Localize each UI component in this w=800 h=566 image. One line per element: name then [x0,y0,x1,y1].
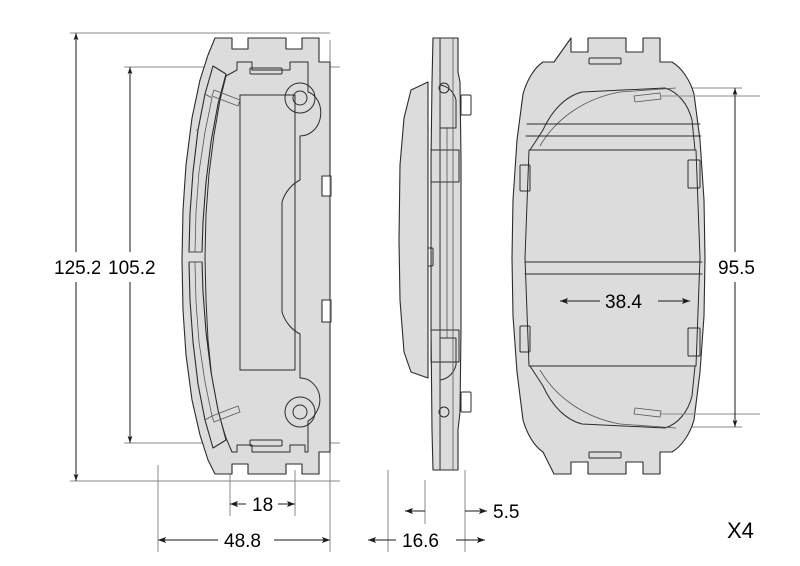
dimension-annotations: 125.2 105.2 18 48.8 16.6 5.5 95.5 38.4 [44,33,776,552]
wear-mark-lower [211,405,241,423]
friction-area-lower-chamfer [529,365,696,429]
friction-bevel-upper [194,93,213,253]
chamfer-diagonal-lower [539,369,677,429]
hole-mark-lower [438,406,450,418]
pin-boss-lower-outer [284,396,316,428]
face-notch-left-upper [519,164,531,192]
dim-text-bg-125 [44,252,110,282]
tab-slot-top [588,57,622,65]
pad-face-outline [511,37,706,475]
pin-hole-lower [292,404,308,420]
backing-plate-outline [181,37,331,475]
view-side-edge-left [181,37,332,475]
wear-slot-lower [633,407,662,418]
pad-profile-edge [398,81,429,379]
clamp-block-upper [430,149,460,183]
tab-slot-bottom [588,451,622,459]
pin-boss-upper-outer [284,82,316,114]
face-notch-right-lower [687,327,701,357]
pin-hole-upper [292,90,308,106]
clamp-block-lower [430,329,460,363]
dim-label-total-thickness: 16.6 [402,531,439,552]
slot-top [249,67,283,75]
face-notch-right-upper [687,159,701,189]
face-notch-left-lower [519,325,531,353]
friction-face-main [524,149,701,367]
dim-label-friction-height: 105.2 [108,258,156,279]
inner-void [239,94,296,371]
side-notch-upper [321,175,332,197]
dim-label-friction-width: 38.4 [605,292,642,313]
friction-area-upper-chamfer [529,87,696,151]
dim-text-bg-18 [246,492,278,516]
friction-bevel-lower [194,261,213,421]
backing-plate-inner-region [204,61,322,453]
quantity-label: X4 [727,518,754,543]
backing-plate-edge [439,37,462,471]
side-notch-lower [321,299,332,323]
wear-mark-upper [211,89,241,107]
hole-mark-upper [438,82,450,94]
view-face-right [511,37,760,475]
slot-bottom [249,439,283,447]
view-thickness-section-middle [398,37,472,471]
dim-text-bg-105 [100,252,166,282]
dim-text-bg-955 [714,252,776,282]
dim-label-face-height: 95.5 [718,258,755,279]
wear-slot-upper [633,92,662,103]
shim-tab-upper [460,94,472,116]
dim-text-bg-166 [396,528,456,552]
dim-text-bg-384 [600,289,658,313]
shim-tab-lower [460,391,472,413]
dim-label-overall-width: 48.8 [224,531,261,552]
dim-text-bg-488 [218,528,274,552]
dim-label-backing-thickness: 5.5 [493,502,519,523]
dim-label-tab-width: 18 [252,495,273,516]
friction-strip-lower [188,261,227,449]
friction-edge-strip [430,37,441,471]
dim-label-overall-height: 125.2 [54,258,102,279]
